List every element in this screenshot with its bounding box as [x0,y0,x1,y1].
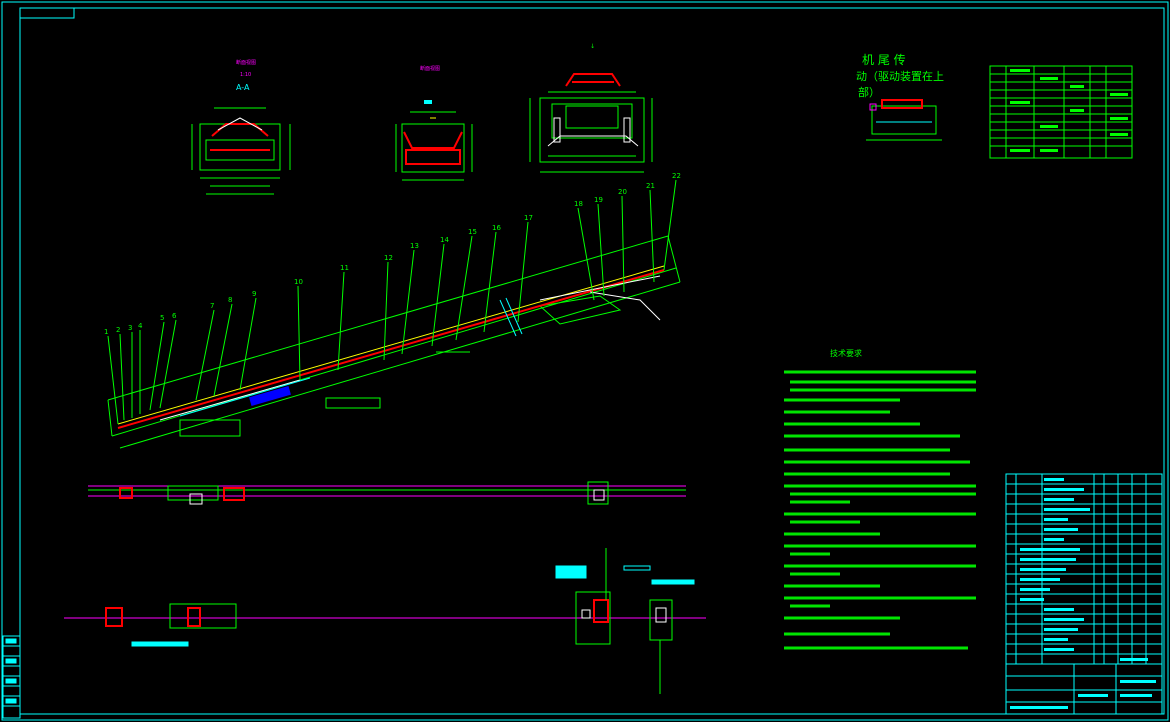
left-revision-strip [2,635,21,719]
conveyor-elevation: 1 2 3 4 5 6 7 8 9 10 11 12 13 14 15 16 1… [104,172,681,449]
section-view-a-a: 断面视图 1:10 A-A [191,59,291,195]
callout-15: 15 [468,228,477,236]
callout-2: 2 [116,326,120,334]
callout-19: 19 [594,196,603,204]
callout-3: 3 [128,324,132,332]
callout-20: 20 [618,188,627,196]
callout-14: 14 [440,236,449,244]
section-view-right: ↓ [529,43,653,173]
technical-requirements: 技术要求 [784,348,976,650]
tail-drive-note: 机 尾 传 动（驱动装置在上 部） [856,52,944,141]
callout-13: 13 [410,242,419,250]
section-view-middle: 断面视图 [395,65,473,181]
callout-8: 8 [228,296,232,304]
tail-drive-line-2: 动（驱动装置在上 [856,70,944,83]
callout-18: 18 [574,200,583,208]
callout-11: 11 [340,264,349,272]
tech-req-title: 技术要求 [830,348,862,358]
conveyor-plan-view [88,481,686,505]
parameter-table [989,65,1133,159]
callout-16: 16 [492,224,501,232]
callout-4: 4 [138,322,143,330]
callout-17: 17 [524,214,533,222]
callout-21: 21 [646,182,655,190]
conveyor-lower-view [64,548,706,694]
callout-22: 22 [672,172,681,180]
callout-9: 9 [252,290,256,298]
callout-12: 12 [384,254,393,262]
section-a-a-title: A-A [236,83,250,92]
section-middle-label: 断面视图 [420,65,440,72]
section-right-mark: ↓ [590,43,595,50]
callout-5: 5 [160,314,164,322]
tail-drive-line-1: 机 尾 传 [862,52,906,67]
tail-drive-line-3: 部） [858,85,880,99]
section-label-top-2: 1:10 [240,72,251,78]
callout-10: 10 [294,278,303,286]
callout-6: 6 [172,312,177,320]
callout-1: 1 [104,328,108,336]
title-block [1005,473,1163,715]
callout-7: 7 [210,302,214,310]
section-label-top-1: 断面视图 [236,59,256,66]
